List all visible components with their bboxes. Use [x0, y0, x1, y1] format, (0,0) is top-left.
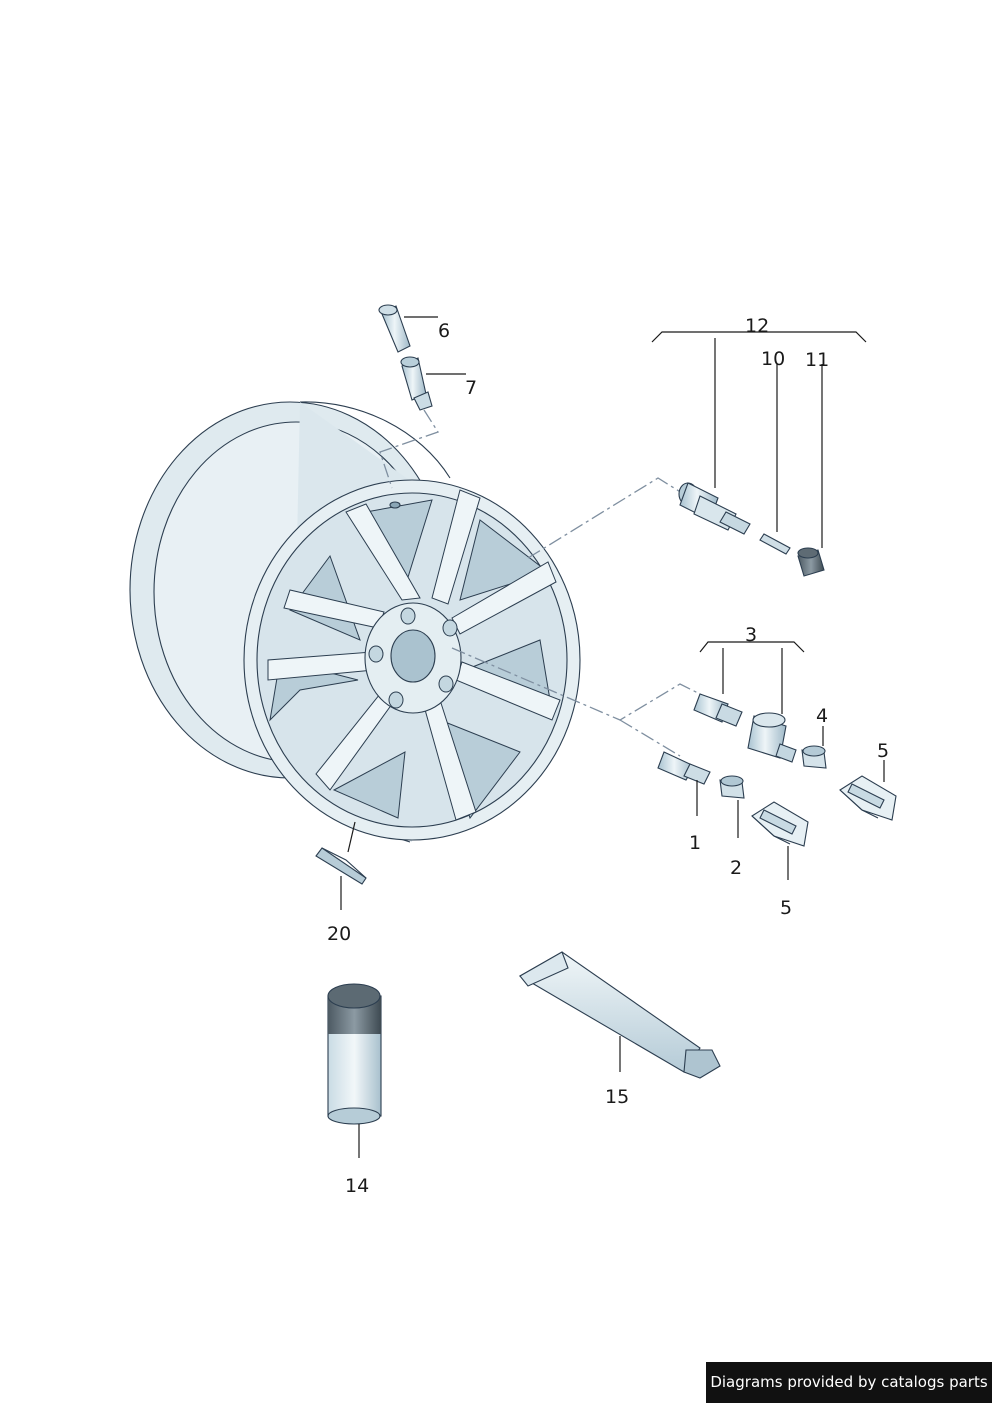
wheel-bolt-holes	[368, 607, 458, 709]
callout-12: 12	[745, 315, 769, 337]
callout-numbers: 6 7 12 10 11 3 4 5 1 2 5 20 15 14	[327, 315, 889, 1197]
alloy-wheel	[129, 401, 581, 843]
callout-4: 4	[816, 705, 828, 727]
callout-1: 1	[689, 832, 701, 854]
credit-footer: Diagrams provided by catalogs parts	[706, 1362, 992, 1403]
callout-11: 11	[805, 349, 829, 371]
spray-can-14	[327, 983, 382, 1125]
callout-5-right: 5	[877, 740, 889, 762]
callout-20: 20	[327, 923, 351, 945]
grease-tube-15	[518, 951, 721, 1079]
valve-stem-7	[400, 356, 433, 411]
valve-cap-11	[797, 547, 825, 577]
callout-10: 10	[761, 348, 785, 370]
valve-sleeve-3	[747, 712, 797, 763]
leader-lines	[340, 316, 885, 1158]
callout-5-lower: 5	[780, 897, 792, 919]
valve-core-10	[759, 533, 791, 555]
valve-insert-6	[378, 304, 411, 353]
callout-2: 2	[730, 857, 742, 879]
balance-weight-20	[315, 847, 367, 885]
tpms-sensor-5-lower	[751, 801, 809, 847]
valve-nut-2	[719, 775, 745, 799]
callout-15: 15	[605, 1086, 629, 1108]
valve-stem-1	[657, 751, 711, 785]
wheel-center-bore	[390, 629, 436, 683]
tpms-sensor-5-right	[839, 775, 897, 821]
callout-3: 3	[745, 624, 757, 646]
tpms-valve-12	[678, 482, 751, 535]
valve-nut-4	[801, 745, 827, 769]
callout-14: 14	[345, 1175, 369, 1197]
callout-6: 6	[438, 320, 450, 342]
callout-7: 7	[465, 377, 477, 399]
wheel-windows	[269, 499, 553, 820]
valve-upper-3	[693, 693, 743, 727]
